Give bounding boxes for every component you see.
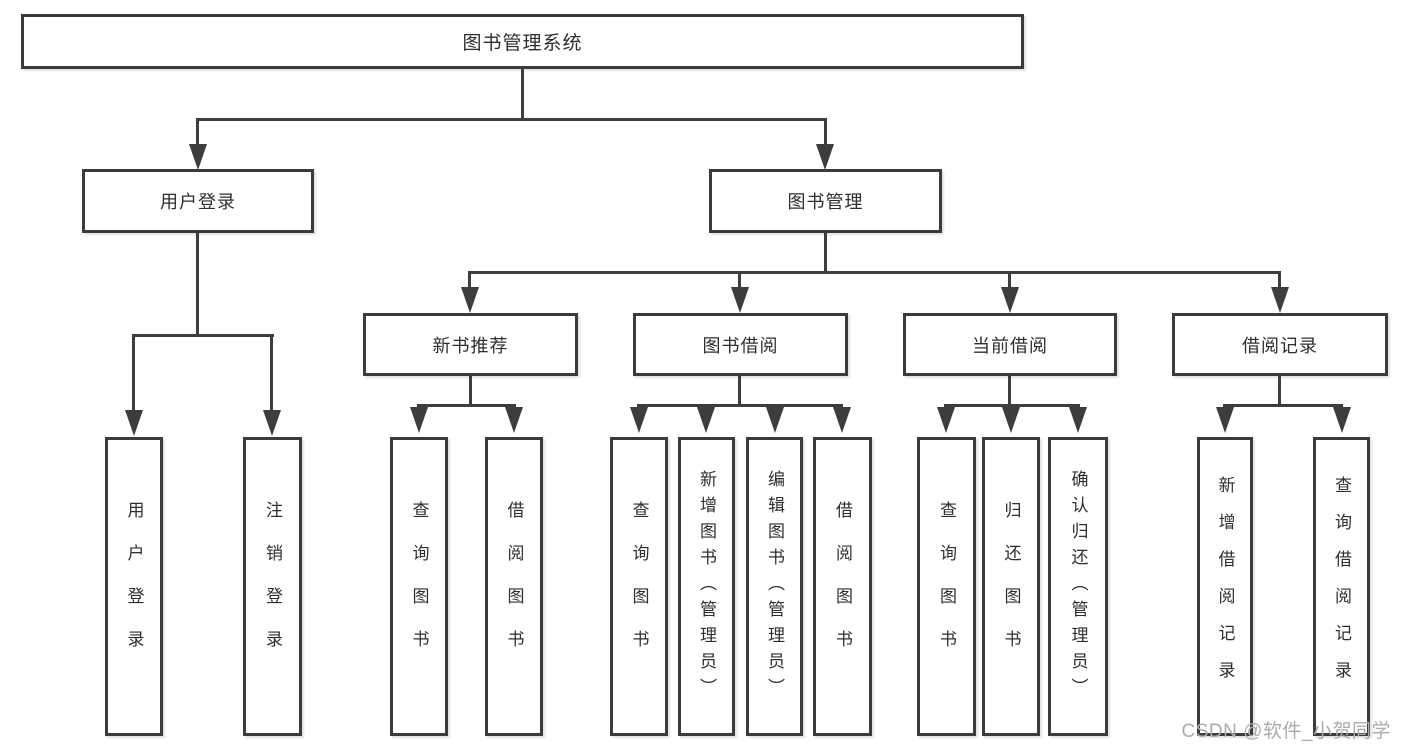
leaf-logout: 注销登录 (243, 437, 302, 736)
arrow-sec0-leaf1-icon (505, 407, 523, 433)
connector-drop-records (1278, 271, 1281, 289)
node-new-book-recommend: 新书推荐 (363, 313, 578, 376)
arrow-into-current-icon (1001, 287, 1019, 313)
arrow-into-borrowing-icon (731, 287, 749, 313)
leaf-borrowing-add-books-admin-label: 新增图书（管理员） (697, 469, 716, 704)
leaf-borrowing-add-books-admin: 新增图书（管理员） (678, 437, 735, 736)
arrow-sec2-leaf2-icon (1069, 407, 1087, 433)
node-book-mgmt: 图书管理 (709, 169, 942, 233)
arrow-into-records-icon (1271, 287, 1289, 313)
leaf-records-query-record-label: 查询借阅记录 (1332, 475, 1351, 698)
leaf-borrowing-borrow-books-label: 借阅图书 (833, 500, 852, 673)
leaf-current-return-books-label: 归还图书 (1001, 500, 1021, 673)
connector-sec3-bar (1223, 404, 1343, 407)
connector-root-stem (521, 69, 524, 118)
node-user-login-label: 用户登录 (160, 192, 236, 212)
connector-drop-book-mgmt (824, 118, 827, 147)
connector-book-stem (824, 233, 827, 273)
node-book-mgmt-label: 图书管理 (787, 192, 864, 212)
arrow-sec1-leaf2-icon (766, 407, 784, 433)
arrow-into-login-leaf-icon (125, 410, 143, 436)
connector-book-bar (469, 271, 1281, 274)
node-root-system: 图书管理系统 (21, 14, 1024, 69)
leaf-recommend-query-books: 查询图书 (390, 437, 448, 736)
leaf-current-confirm-return-admin: 确认归还（管理员） (1048, 437, 1108, 736)
node-current-borrowing-label: 当前借阅 (972, 335, 1048, 356)
arrow-sec1-leaf3-icon (833, 407, 851, 433)
leaf-current-query-books: 查询图书 (917, 437, 976, 736)
connector-sec1-bar (637, 404, 843, 407)
arrow-sec0-leaf0-icon (410, 407, 428, 433)
connector-sec2-stem (1008, 376, 1011, 406)
leaf-records-add-record-label: 新增借阅记录 (1215, 475, 1235, 698)
leaf-recommend-query-books-label: 查询图书 (409, 500, 429, 673)
leaf-recommend-borrow-books: 借阅图书 (485, 437, 543, 736)
arrow-sec3-leaf0-icon (1216, 407, 1234, 433)
connector-drop-logout-leaf (270, 334, 273, 411)
csdn-watermark: CSDN @软件_小贺同学 (1181, 721, 1391, 742)
connector-drop-login-leaf (132, 334, 135, 411)
connector-drop-borrowing (738, 271, 741, 289)
node-book-borrowing-label: 图书借阅 (702, 335, 779, 356)
node-new-book-recommend-label: 新书推荐 (432, 335, 509, 356)
leaf-recommend-borrow-books-label: 借阅图书 (504, 500, 524, 673)
connector-sec2-bar (944, 404, 1080, 407)
connector-sec3-stem (1278, 376, 1281, 406)
arrow-sec2-leaf0-icon (937, 407, 955, 433)
arrow-sec1-leaf0-icon (630, 407, 648, 433)
leaf-current-query-books-label: 查询图书 (937, 500, 956, 673)
node-borrow-records-label: 借阅记录 (1242, 335, 1318, 356)
leaf-current-confirm-return-admin-label: 确认归还（管理员） (1068, 469, 1088, 704)
node-book-borrowing: 图书借阅 (633, 313, 848, 376)
connector-sec1-stem (738, 376, 741, 406)
node-borrow-records: 借阅记录 (1172, 313, 1388, 376)
leaf-current-return-books: 归还图书 (982, 437, 1040, 736)
connector-drop-user-login (196, 118, 199, 147)
leaf-borrowing-edit-books-admin: 编辑图书（管理员） (746, 437, 803, 736)
node-user-login: 用户登录 (82, 169, 314, 233)
arrow-into-user-login-icon (189, 144, 207, 170)
connector-drop-current (1008, 271, 1011, 289)
arrow-into-book-mgmt-icon (816, 144, 834, 170)
connector-user-bar (132, 334, 274, 337)
leaf-borrowing-edit-books-admin-label: 编辑图书（管理员） (765, 469, 784, 704)
connector-root-bar (196, 118, 827, 121)
leaf-logout-label: 注销登录 (263, 500, 282, 673)
connector-user-stem (196, 233, 199, 334)
leaf-user-login-label: 用户登录 (124, 500, 144, 673)
arrow-into-logout-leaf-icon (263, 410, 281, 436)
node-current-borrowing: 当前借阅 (903, 313, 1117, 376)
arrow-sec3-leaf1-icon (1333, 407, 1351, 433)
connector-sec0-bar (417, 404, 516, 407)
connector-sec0-stem (469, 376, 472, 406)
arrow-sec1-leaf1-icon (697, 407, 715, 433)
node-root-label: 图书管理系统 (462, 33, 583, 54)
leaf-records-add-record: 新增借阅记录 (1197, 437, 1253, 736)
connector-drop-new-books (468, 271, 471, 289)
arrow-sec2-leaf1-icon (1002, 407, 1020, 433)
arrow-into-new-books-icon (461, 287, 479, 313)
leaf-borrowing-query-books: 查询图书 (610, 437, 668, 736)
leaf-borrowing-borrow-books: 借阅图书 (813, 437, 872, 736)
leaf-user-login: 用户登录 (105, 437, 163, 736)
leaf-borrowing-query-books-label: 查询图书 (629, 500, 649, 673)
leaf-records-query-record: 查询借阅记录 (1313, 437, 1370, 736)
